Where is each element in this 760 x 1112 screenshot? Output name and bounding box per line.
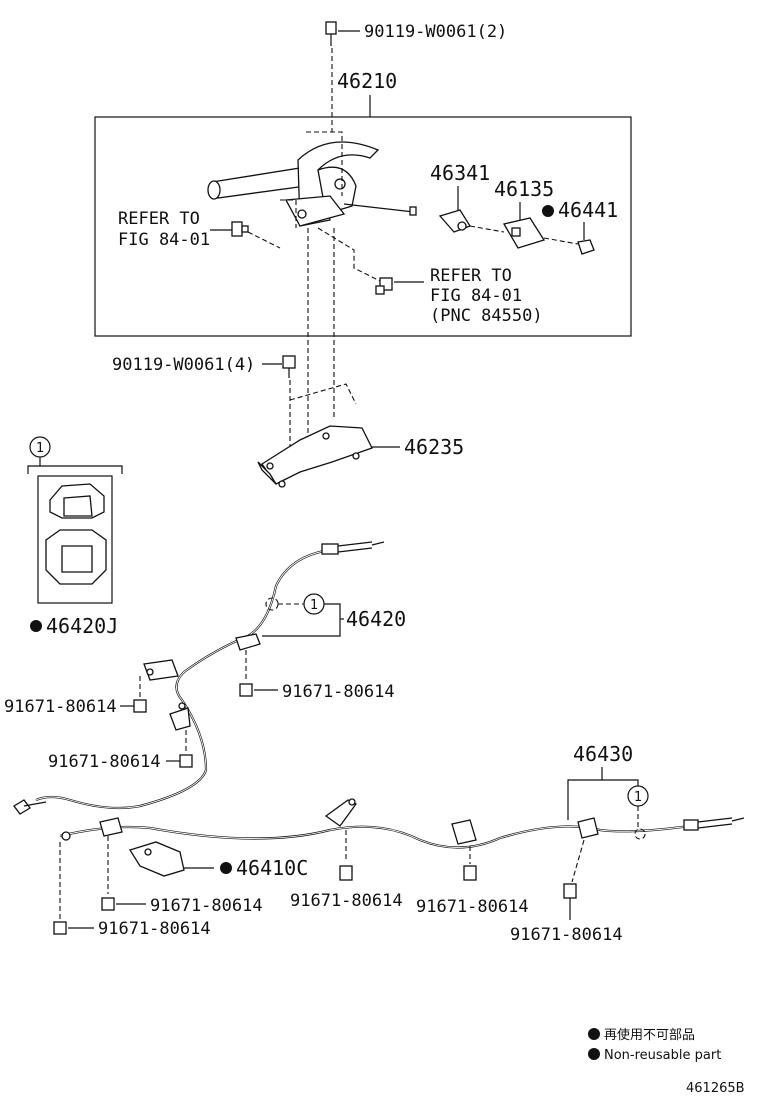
clip-left-icon [231, 221, 249, 237]
grommet-lower-icon [45, 529, 107, 585]
grommet-pos-46430 [634, 828, 646, 840]
dash-46135-46441 [543, 237, 579, 245]
bolt-c-icon [179, 754, 193, 768]
bolt-g-icon [563, 883, 577, 899]
nut-46441-icon [577, 239, 595, 255]
clamp-46430-c-icon [451, 819, 477, 845]
refer-right-line1: REFER TO [430, 266, 512, 286]
clamp-46430-d-icon [577, 817, 599, 839]
label-46430: 46430 [573, 742, 633, 766]
dash-bolt-g [571, 839, 585, 883]
refer-left-line1: REFER TO [118, 209, 200, 229]
label-46441: 46441 [558, 198, 618, 222]
non-reusable-mark-46441 [542, 205, 554, 217]
lever-assy-frame [94, 116, 632, 337]
bolt-a-icon [239, 683, 253, 697]
label-46235: 46235 [404, 435, 464, 459]
label-bolt-c: 91671-80614 [48, 752, 161, 772]
label-46420J: 46420J [46, 614, 118, 638]
bolt-e-icon [339, 865, 353, 881]
label-46341: 46341 [430, 161, 490, 185]
dash-lever-3 [317, 227, 383, 283]
clamp-46420-a-icon [143, 659, 179, 681]
figure-id: 461265B [686, 1081, 745, 1096]
label-bolt-b: 91671-80614 [4, 697, 117, 717]
grommet-frame [37, 475, 113, 604]
bracket-46430 [567, 779, 639, 820]
label-bolt-mid: 90119-W0061(4) [112, 355, 255, 375]
leader-46420 [262, 603, 341, 637]
grommet-upper-icon [49, 483, 105, 519]
clamp-46430-a-icon [99, 817, 123, 837]
bolt-d-icon [101, 897, 115, 911]
legend-mark-jp [588, 1028, 600, 1040]
clamp-46420-b-icon [169, 702, 191, 731]
dash-lever-1 [306, 131, 343, 196]
refer-right-line3: (PNC 84550) [430, 306, 543, 326]
refer-right-line2: FIG 84-01 [430, 286, 522, 306]
refer-left-line2: FIG 84-01 [118, 230, 210, 250]
label-bolt-top: 90119-W0061(2) [364, 22, 507, 42]
callout-1-left-text: 1 [36, 441, 44, 456]
legend-text-en: Non-reusable part [604, 1048, 721, 1063]
bolt-f-icon [463, 865, 477, 881]
label-46420: 46420 [346, 607, 406, 631]
label-46410C: 46410C [236, 856, 308, 880]
dash-clip-left [247, 231, 281, 249]
callout-1-46430-text: 1 [634, 790, 642, 805]
label-bolt-f: 91671-80614 [416, 897, 529, 917]
clip-right-icon [375, 277, 393, 295]
bracket-46410C-icon [129, 841, 185, 877]
legend-mark-en [588, 1048, 600, 1060]
label-bolt-h: 91671-80614 [98, 919, 211, 939]
dash-lever-2 [280, 199, 297, 228]
callout-1-46420-text: 1 [310, 598, 318, 613]
label-bolt-g: 91671-80614 [510, 925, 623, 945]
label-bolt-e: 91671-80614 [290, 891, 403, 911]
legend-text-jp: 再使用不可部品 [604, 1027, 695, 1043]
bracket-callout-1 [27, 465, 123, 474]
bolt-top-icon [325, 21, 337, 46]
parking-lever-icon [207, 141, 417, 227]
dash-46341-46135 [469, 225, 505, 233]
label-46135: 46135 [494, 177, 554, 201]
dash-bracket-top [289, 383, 357, 405]
non-reusable-mark-46410C [220, 862, 232, 874]
bolt-mid-icon [282, 355, 296, 378]
cable-46420 [13, 541, 385, 815]
label-lever-assy: 46210 [337, 69, 397, 93]
bolt-h-icon [53, 921, 67, 935]
non-reusable-mark-46420J [30, 620, 42, 632]
cable-46430 [59, 817, 745, 849]
label-bolt-d: 91671-80614 [150, 896, 263, 916]
cable-adjuster-icon [438, 209, 471, 233]
label-bolt-a: 91671-80614 [282, 682, 395, 702]
lever-bracket-icon [257, 425, 373, 488]
equalizer-icon [502, 217, 546, 249]
clamp-46430-b-icon [324, 798, 357, 827]
bolt-b-icon [133, 699, 147, 713]
